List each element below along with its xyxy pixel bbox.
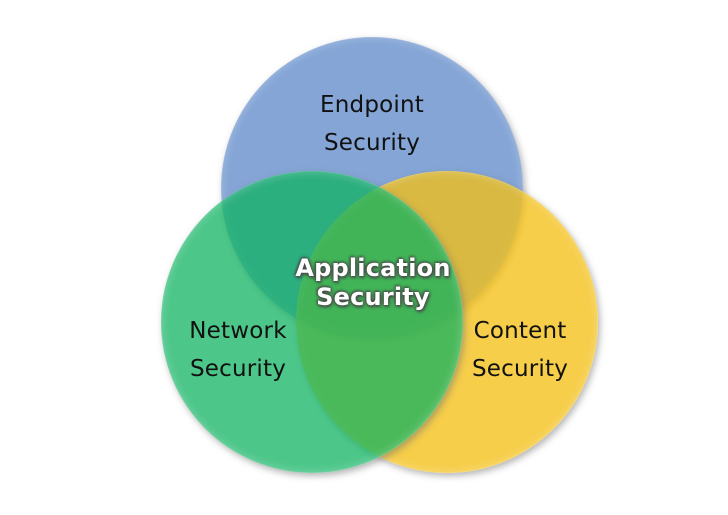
network-security-label: Network Security (158, 312, 318, 388)
content-security-label-line2: Security (471, 356, 569, 382)
content-security-label-line1: Content (473, 318, 567, 344)
application-security-label-line1: Application (295, 254, 451, 282)
endpoint-security-label-line2: Security (323, 130, 421, 156)
network-security-label-line1: Network (189, 318, 287, 344)
application-security-label-line2: Security (316, 283, 430, 311)
endpoint-security-label: Endpoint Security (272, 86, 472, 162)
content-security-label: Content Security (440, 312, 600, 388)
network-security-label-line2: Security (189, 356, 287, 382)
application-security-label: Application Security (263, 254, 483, 312)
endpoint-security-label-line1: Endpoint (320, 92, 424, 118)
network-security-circle (161, 171, 463, 473)
